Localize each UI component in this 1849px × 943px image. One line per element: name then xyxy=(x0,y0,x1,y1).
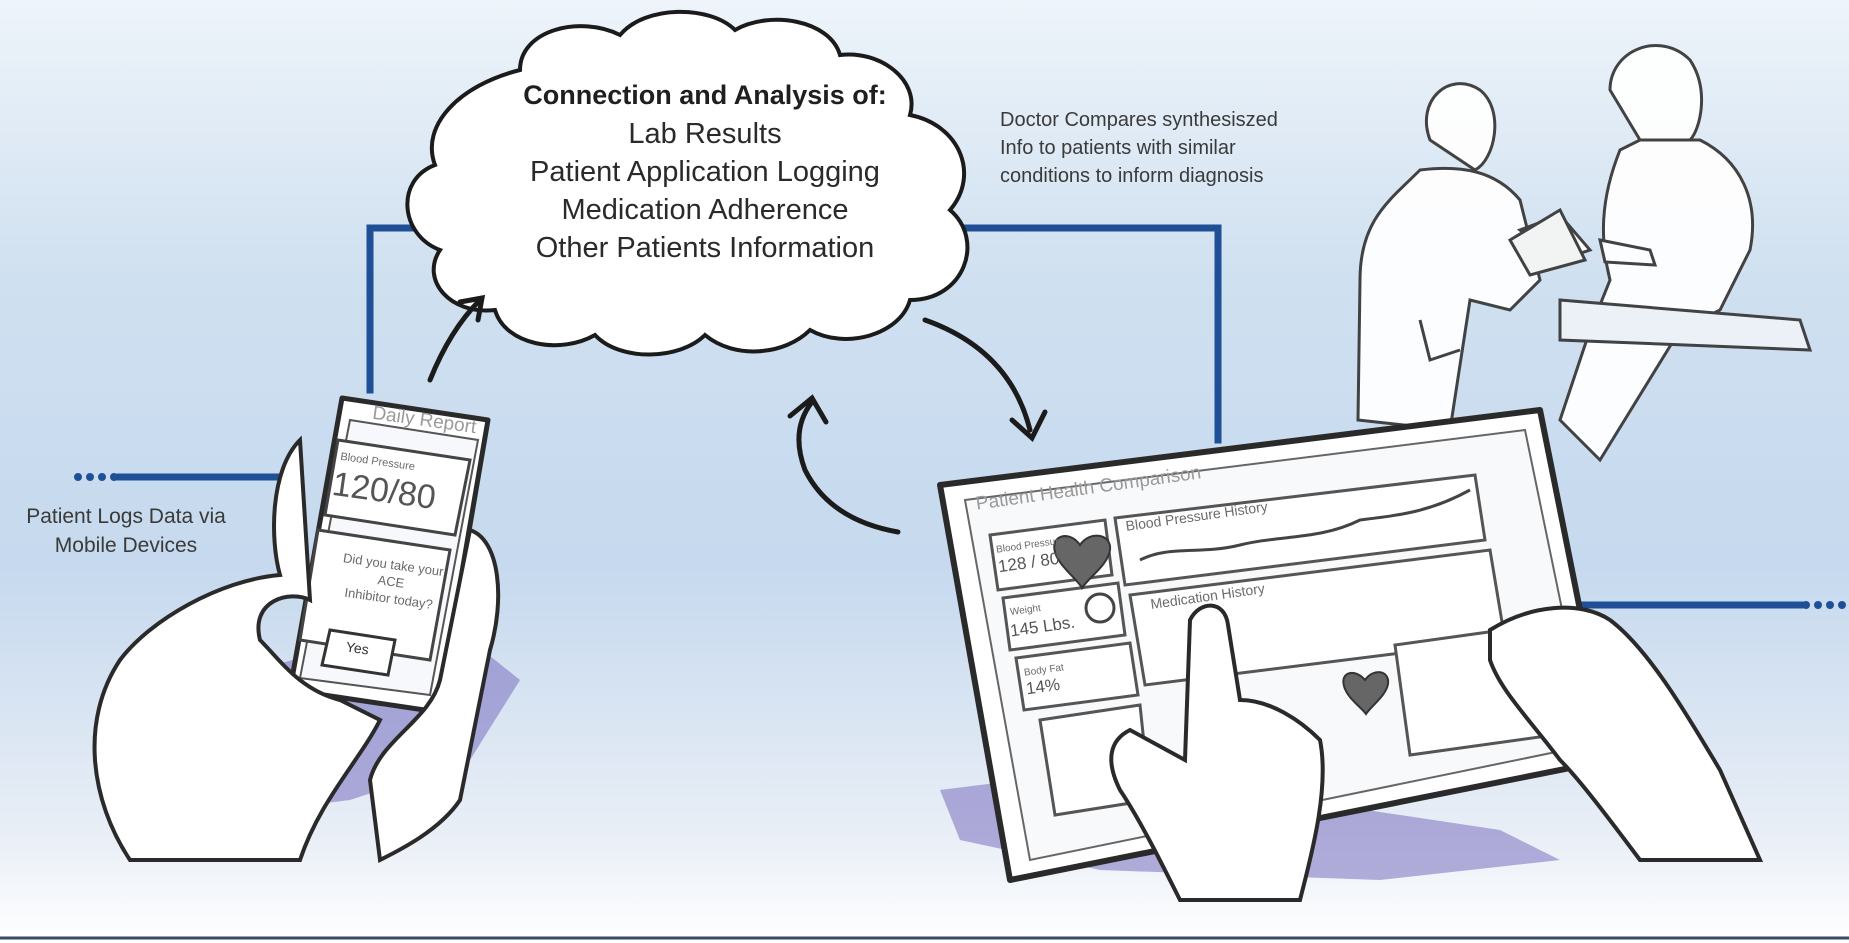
cloud-item: Medication Adherence xyxy=(561,194,849,226)
phone-bp-card xyxy=(323,438,472,537)
arrow-phone-to-cloud xyxy=(427,297,483,383)
left-hands-illustration xyxy=(92,435,501,864)
phone-device xyxy=(287,395,491,715)
cloud-text-block: Connection and Analysis of: Lab Results … xyxy=(470,80,940,267)
doctor-caption: Doctor Compares synthesiszed Info to pat… xyxy=(1000,106,1380,190)
cloud-item: Lab Results xyxy=(628,118,782,150)
connector-dots xyxy=(74,473,1846,609)
tablet-scale-icon xyxy=(1084,592,1116,624)
doctor-caption-line: Doctor Compares synthesiszed xyxy=(1000,109,1278,131)
arrow-cloud-to-tablet xyxy=(922,317,1033,433)
arrow-tablet-to-cloud xyxy=(796,399,901,535)
doctor-caption-line: conditions to inform diagnosis xyxy=(1000,165,1264,187)
analysis-cloud xyxy=(405,9,970,357)
right-connector xyxy=(956,224,1222,444)
cloud-title: Connection and Analysis of: xyxy=(523,80,887,110)
doctor-caption-line: Info to patients with similar xyxy=(1000,137,1236,159)
tablet-bp-line xyxy=(1139,488,1471,562)
tablet-heart-icon xyxy=(1053,534,1112,591)
tablet-bp-history-panel xyxy=(1113,473,1487,587)
cloud-item: Other Patients Information xyxy=(535,232,875,264)
tablet-bodyfat-card xyxy=(1014,641,1140,712)
doctor-illustration xyxy=(1356,82,1593,432)
phone-question-card xyxy=(298,528,452,662)
phone-yes-label[interactable]: Yes xyxy=(344,638,370,658)
patient-caption: Patient Logs Data via Mobile Devices xyxy=(6,502,246,560)
phone-yes-button[interactable] xyxy=(320,628,397,677)
right-hands-illustration xyxy=(1109,603,1764,902)
patient-illustration xyxy=(1558,44,1813,463)
flow-arrows xyxy=(427,294,1048,535)
patient-caption-line: Mobile Devices xyxy=(54,534,198,557)
patient-caption-line: Patient Logs Data via xyxy=(26,505,226,528)
tablet-compare-heart-icon xyxy=(1342,671,1390,716)
cloud-item: Patient Application Logging xyxy=(530,156,880,188)
